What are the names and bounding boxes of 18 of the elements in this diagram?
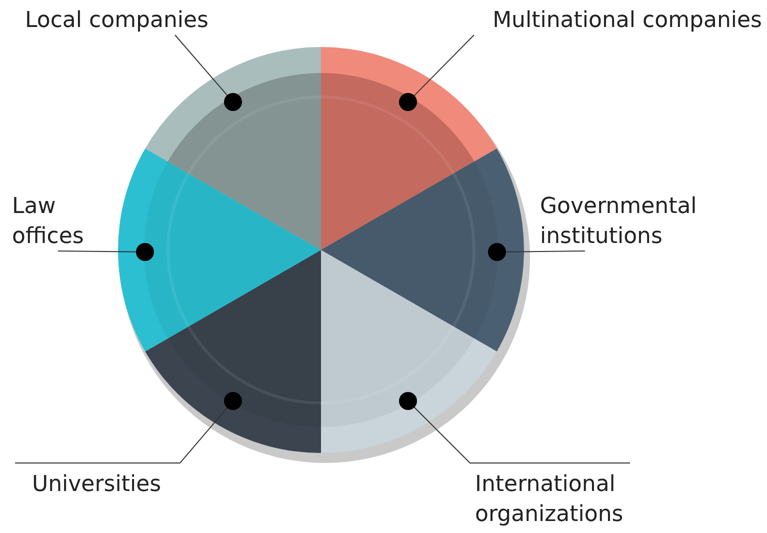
- leader-line: [413, 34, 474, 96]
- marker-dot: [136, 243, 154, 261]
- marker-dot: [488, 243, 506, 261]
- category-label: Local companies: [25, 7, 208, 35]
- marker-dot: [224, 392, 242, 410]
- leader-line: [14, 406, 228, 464]
- leader-line: [174, 34, 228, 96]
- category-label: Law offices: [12, 193, 85, 251]
- leader-line: [414, 406, 630, 464]
- marker-dot: [399, 93, 417, 111]
- leader-line: [58, 250, 137, 252]
- category-label: Universities: [32, 471, 162, 499]
- leader-line: [505, 250, 586, 252]
- marker-dot: [224, 93, 242, 111]
- category-label: Governmental institutions: [540, 193, 698, 251]
- marker-dot: [399, 392, 417, 410]
- category-label: Multinational companies: [492, 7, 762, 35]
- category-label: International organizations: [475, 471, 624, 529]
